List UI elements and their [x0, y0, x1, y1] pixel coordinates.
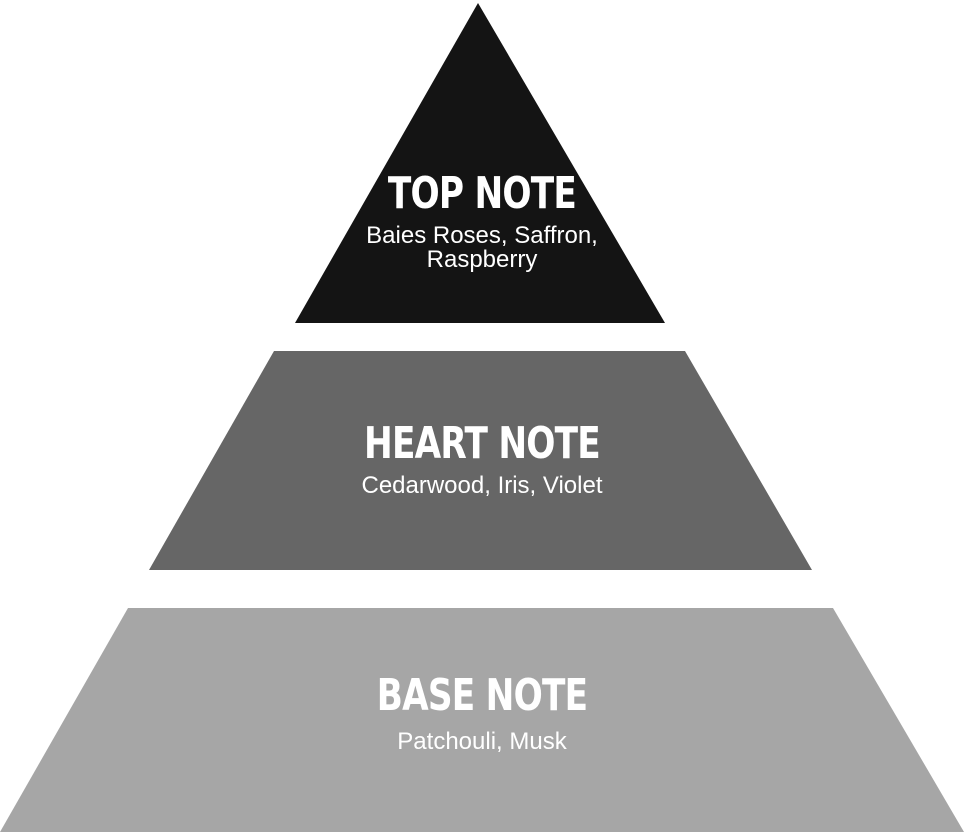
- tier-top-note: TOP NOTE Baies Roses, Saffron, Raspberry: [0, 0, 964, 330]
- tier-top-triangle: [295, 3, 665, 323]
- tier-heart-trapezoid: [149, 351, 812, 570]
- tier-heart-notes: Cedarwood, Iris, Violet: [361, 472, 603, 499]
- tier-top-text: TOP NOTE Baies Roses, Saffron, Raspberry: [0, 170, 964, 272]
- tier-heart-text: HEART NOTE Cedarwood, Iris, Violet: [0, 420, 964, 498]
- tier-heart-title: HEART NOTE: [364, 418, 601, 469]
- tier-heart-shape: [149, 351, 812, 570]
- tier-base-trapezoid: [0, 608, 964, 832]
- tier-top-notes: Baies Roses, Saffron, Raspberry: [366, 222, 598, 273]
- tier-base-note: BASE NOTE Patchouli, Musk: [0, 600, 964, 832]
- tier-base-title: BASE NOTE: [376, 670, 588, 721]
- tier-base-text: BASE NOTE Patchouli, Musk: [0, 672, 964, 754]
- tier-base-notes: Patchouli, Musk: [397, 728, 567, 755]
- tier-heart-note: HEART NOTE Cedarwood, Iris, Violet: [0, 340, 964, 580]
- tier-top-title: TOP NOTE: [387, 168, 577, 219]
- tier-top-shape: [295, 3, 665, 323]
- tier-base-shape: [0, 608, 964, 832]
